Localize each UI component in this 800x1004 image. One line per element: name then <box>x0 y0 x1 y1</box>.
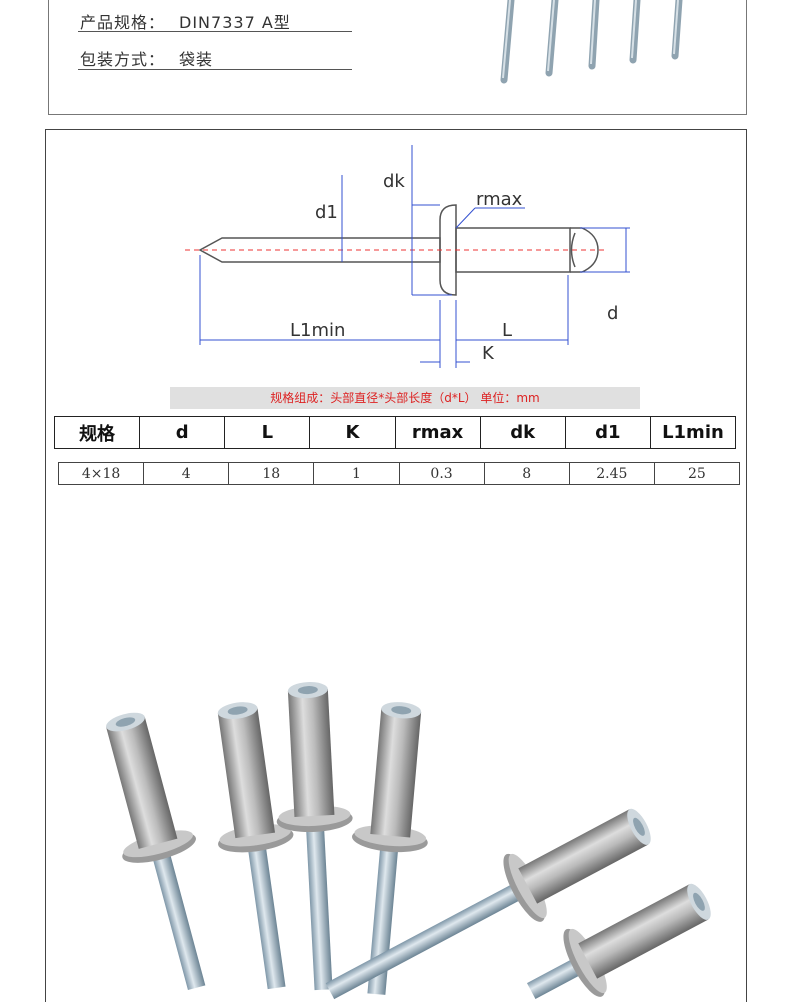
table-cell: 4 <box>143 462 230 485</box>
rivet-3 <box>269 680 354 991</box>
spec-label: 产品规格： <box>80 13 166 32</box>
label-d1: d1 <box>315 202 338 223</box>
rivet-4 <box>350 698 440 995</box>
spec-note: 规格组成：头部直径*头部长度（d*L） 单位：mm <box>170 387 640 409</box>
header-cell: K <box>309 416 396 449</box>
header-cell: L1min <box>649 416 737 449</box>
product-info-box <box>48 0 747 115</box>
spec-section <box>45 129 747 1002</box>
table-cell: 4×18 <box>57 462 145 485</box>
packaging-row: 包装方式： 袋装 <box>80 46 213 70</box>
rivet-technical-drawing: dk d1 rmax d L1min L K <box>185 145 630 368</box>
label-l: L <box>502 320 512 341</box>
table-cell: 2.45 <box>568 462 655 485</box>
header-cell: 规格 <box>53 416 141 449</box>
header-cell: rmax <box>394 416 481 449</box>
header-cell: d <box>139 416 226 449</box>
rivet-2 <box>198 697 296 990</box>
table-cell: 1 <box>313 462 400 485</box>
label-d: d <box>607 303 618 324</box>
packaging-value: 袋装 <box>179 50 214 69</box>
table-cell: 0.3 <box>398 462 485 485</box>
table-cell: 8 <box>483 462 570 485</box>
header-cell: d1 <box>564 416 651 449</box>
table-row: 4×18 4 18 1 0.3 8 2.45 25 <box>57 462 741 485</box>
label-k: K <box>482 343 495 364</box>
packaging-label: 包装方式： <box>80 50 166 69</box>
label-dk: dk <box>383 171 405 192</box>
spec-table-body: 4×18 4 18 1 0.3 8 2.45 25 <box>57 462 741 485</box>
divider <box>78 31 352 32</box>
rivets-product-photo <box>86 680 724 1000</box>
rivet-1 <box>86 704 206 991</box>
rivet-5 <box>325 789 664 1000</box>
divider <box>78 69 352 70</box>
header-cell: dk <box>479 416 566 449</box>
label-rmax: rmax <box>476 189 523 210</box>
spec-row: 产品规格： DIN7337 A型 <box>80 9 291 33</box>
rivet-pins-image <box>500 0 683 84</box>
table-cell: 18 <box>228 462 315 485</box>
header-cell: L <box>224 416 311 449</box>
spec-table-header: 规格 d L K rmax dk d1 L1min <box>53 416 737 449</box>
rivet-6 <box>526 864 724 1000</box>
label-l1min: L1min <box>290 320 345 341</box>
table-cell: 25 <box>653 462 741 485</box>
spec-value: DIN7337 A型 <box>179 13 291 32</box>
